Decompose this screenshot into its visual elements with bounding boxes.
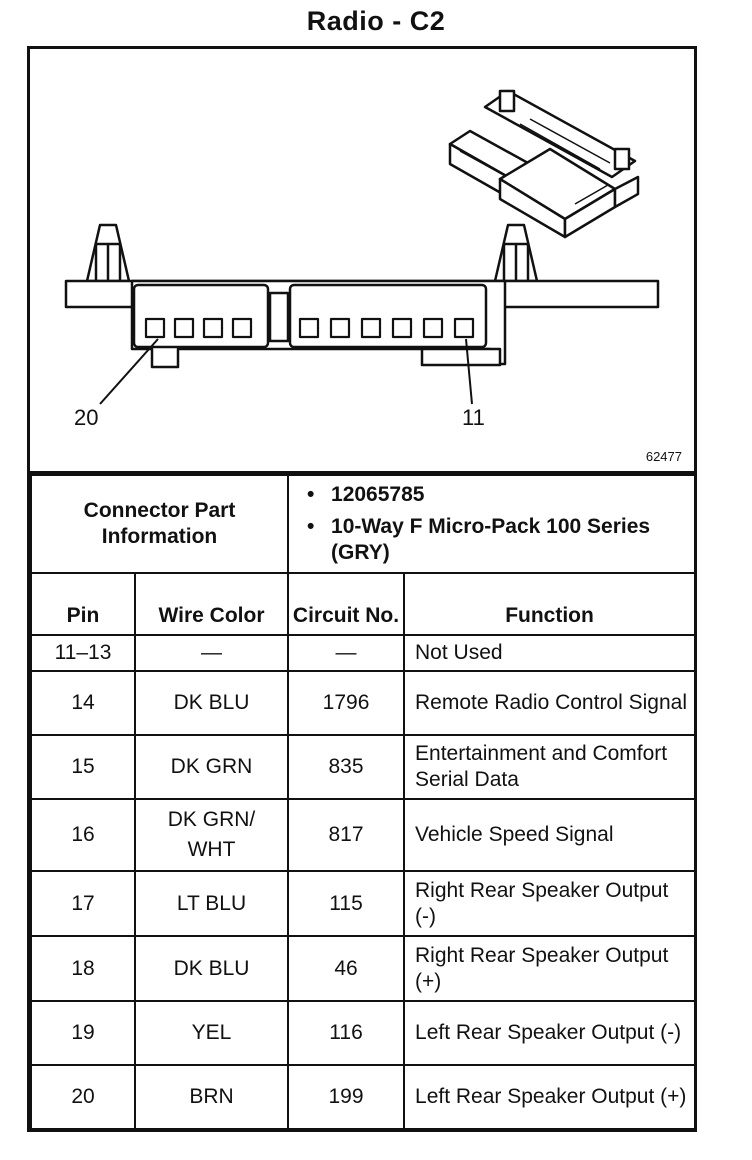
table-row: 15 DK GRN 835 Entertainment and Comfort … (30, 734, 697, 800)
table-row: 17 LT BLU 115 Right Rear Speaker Output … (30, 870, 697, 937)
function-cell: Vehicle Speed Signal (403, 798, 697, 872)
function-cell: Remote Radio Control Signal (403, 670, 697, 736)
wire-color-cell: BRN (133, 1064, 290, 1130)
wire-color-cell: DK BLU (133, 935, 290, 1002)
pin-11-label: 11 (462, 405, 485, 430)
pinout-table: Connector Part Information •12065785 •10… (29, 474, 697, 1130)
pin-cell: 18 (30, 935, 136, 1002)
circuit-cell: — (287, 634, 406, 672)
pin-cell: 14 (30, 670, 136, 736)
connector-info-label: Connector Part Information (29, 474, 290, 574)
pin-cell: 19 (30, 1000, 136, 1066)
connector-diagram: 20 11 62477 (30, 49, 694, 474)
function-cell: Entertainment and Comfort Serial Data (403, 734, 697, 800)
function-cell: Not Used (403, 634, 697, 672)
pin-cavities (144, 317, 475, 339)
header-function: Function (403, 572, 697, 636)
table-row: 11–13 — — Not Used (30, 634, 697, 672)
figure-number: 62477 (645, 449, 682, 464)
table-row: 14 DK BLU 1796 Remote Radio Control Sign… (30, 670, 697, 736)
circuit-cell: 115 (287, 870, 406, 937)
table-row: 16 DK GRN/ WHT 817 Vehicle Speed Signal (30, 798, 697, 872)
connector-info-row: Connector Part Information •12065785 •10… (29, 474, 697, 574)
header-circuit-no: Circuit No. (287, 572, 406, 636)
pin-20-label: 20 (74, 405, 99, 430)
pin-cell: 20 (30, 1064, 136, 1130)
wire-color-cell: — (133, 634, 290, 672)
circuit-cell: 1796 (287, 670, 406, 736)
table-row: 19 YEL 116 Left Rear Speaker Output (-) (30, 1000, 697, 1066)
function-cell: Left Rear Speaker Output (-) (403, 1000, 697, 1066)
function-cell: Right Rear Speaker Output (+) (403, 935, 697, 1002)
wire-color-cell: DK GRN/ WHT (133, 798, 290, 872)
connector-info-list: •12065785 •10-Way F Micro-Pack 100 Serie… (287, 474, 697, 574)
circuit-cell: 46 (287, 935, 406, 1002)
connector-isometric-sketch (448, 89, 640, 239)
circuit-cell: 116 (287, 1000, 406, 1066)
circuit-cell: 835 (287, 734, 406, 800)
connector-info-item: •10-Way F Micro-Pack 100 Series (GRY) (307, 515, 651, 564)
page-title: Radio - C2 (306, 6, 446, 36)
pin-cell: 16 (30, 798, 136, 872)
connector-face (64, 223, 660, 369)
table-header-row: Pin Wire Color Circuit No. Function (30, 572, 697, 636)
function-cell: Left Rear Speaker Output (+) (403, 1064, 697, 1130)
wire-color-cell: DK GRN (133, 734, 290, 800)
wire-color-cell: DK BLU (133, 670, 290, 736)
connector-sheet: 20 11 62477 Connector Part Information •… (27, 46, 697, 1132)
table-row: 20 BRN 199 Left Rear Speaker Output (+) (30, 1064, 697, 1130)
header-wire-color: Wire Color (133, 572, 290, 636)
pin-cell: 17 (30, 870, 136, 937)
pin-cell: 11–13 (30, 634, 136, 672)
table-row: 18 DK BLU 46 Right Rear Speaker Output (… (30, 935, 697, 1002)
circuit-cell: 817 (287, 798, 406, 872)
connector-drawing (64, 89, 660, 405)
connector-info-item: •12065785 (307, 483, 425, 506)
function-cell: Right Rear Speaker Output (-) (403, 870, 697, 937)
circuit-cell: 199 (287, 1064, 406, 1130)
header-pin: Pin (30, 572, 136, 636)
wire-color-cell: LT BLU (133, 870, 290, 937)
pin-cell: 15 (30, 734, 136, 800)
wire-color-cell: YEL (133, 1000, 290, 1066)
